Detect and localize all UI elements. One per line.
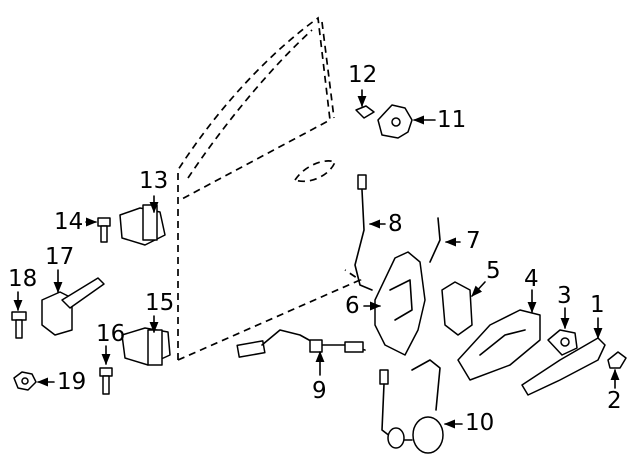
rod-part-7 [429, 217, 441, 263]
callout-13: 13 [139, 168, 169, 194]
bolt-part-18 [11, 311, 27, 339]
callout-2: 2 [607, 388, 622, 414]
callout-6: 6 [345, 293, 360, 319]
callout-14: 14 [54, 209, 84, 235]
bolt-part-14 [97, 217, 111, 243]
callout-8: 8 [388, 211, 403, 237]
cable-part-9 [236, 329, 366, 358]
callout-9: 9 [312, 378, 327, 404]
cap-part [607, 351, 627, 369]
callout-11: 11 [437, 107, 467, 133]
bolt-part-16 [99, 367, 113, 395]
callout-1: 1 [590, 292, 605, 318]
handle-frame-part [457, 309, 541, 381]
nut-part [13, 371, 37, 391]
callout-15: 15 [145, 290, 175, 316]
rod-part-8 [354, 174, 373, 291]
callout-4: 4 [524, 266, 539, 292]
lock-cylinder-part [547, 329, 578, 356]
lower-hinge-part [121, 327, 171, 366]
callout-7: 7 [466, 228, 481, 254]
callout-3: 3 [557, 283, 572, 309]
outer-handle-part [521, 337, 606, 396]
bolt-part-12 [355, 105, 375, 119]
callout-17: 17 [45, 244, 75, 270]
latch-part [374, 251, 426, 356]
striker-part [377, 104, 413, 139]
leader-lines [13, 89, 620, 429]
callout-12: 12 [348, 62, 378, 88]
cable-part-10 [379, 359, 444, 454]
bracket-part [441, 281, 473, 336]
callout-5: 5 [486, 258, 501, 284]
callout-18: 18 [8, 266, 38, 292]
door-outline [177, 16, 362, 361]
callout-19: 19 [57, 369, 87, 395]
callout-10: 10 [465, 410, 495, 436]
upper-hinge-part [119, 204, 166, 246]
callout-16: 16 [96, 321, 126, 347]
check-strap-part [41, 277, 105, 336]
